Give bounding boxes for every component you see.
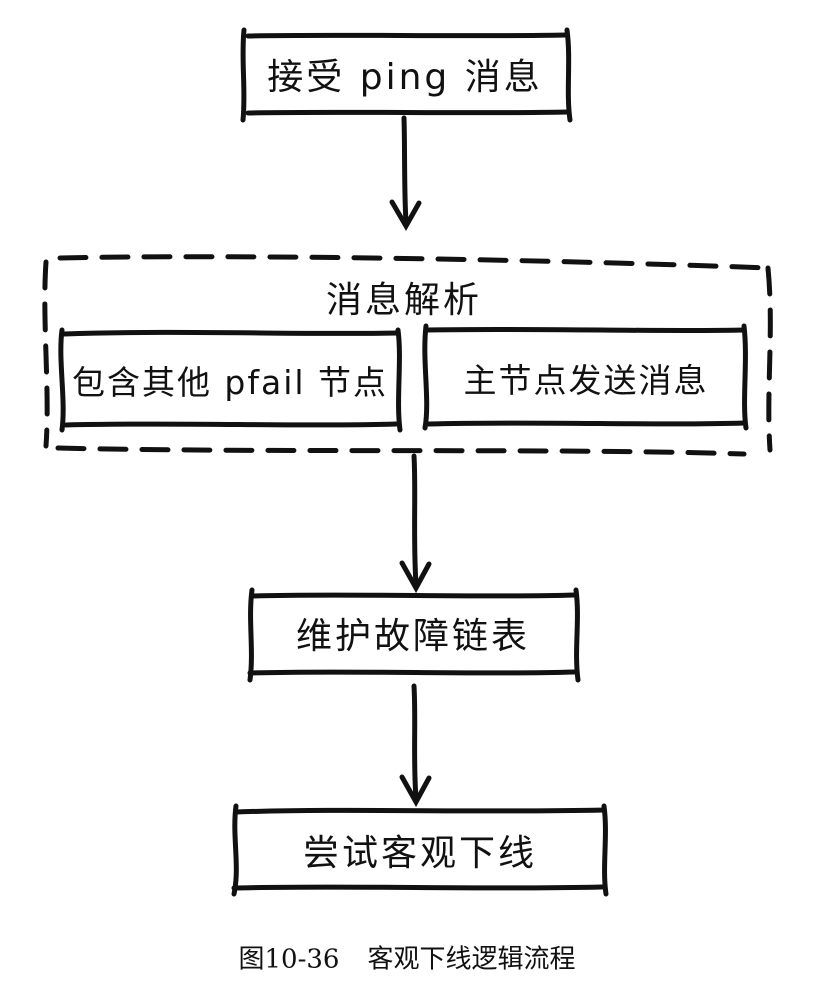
node-master-sends-box bbox=[422, 323, 749, 431]
figure-caption: 图10-36 客观下线逻辑流程 bbox=[239, 939, 576, 976]
arrow-3 bbox=[399, 683, 432, 808]
node-receive-ping-label: 接受 ping 消息 bbox=[267, 57, 543, 98]
figure-number: 图10-36 bbox=[238, 944, 340, 975]
node-try-offline-box bbox=[231, 803, 609, 897]
node-contains-pfail-box bbox=[58, 327, 403, 433]
node-maintain-list-box bbox=[247, 587, 581, 683]
parse-message-label: 消息解析 bbox=[325, 280, 483, 321]
figure-title: 客观下线逻辑流程 bbox=[367, 944, 576, 975]
node-receive-ping-box bbox=[240, 27, 573, 123]
node-master-sends-label: 主节点发送消息 bbox=[463, 361, 709, 400]
node-contains-pfail-label: 包含其他 pfail 节点 bbox=[71, 363, 389, 402]
node-maintain-list-label: 维护故障链表 bbox=[295, 616, 531, 657]
arrow-2 bbox=[399, 453, 432, 594]
node-try-offline-label: 尝试客观下线 bbox=[302, 833, 538, 874]
parse-message-group-border bbox=[42, 254, 773, 457]
arrow-1 bbox=[389, 115, 422, 232]
